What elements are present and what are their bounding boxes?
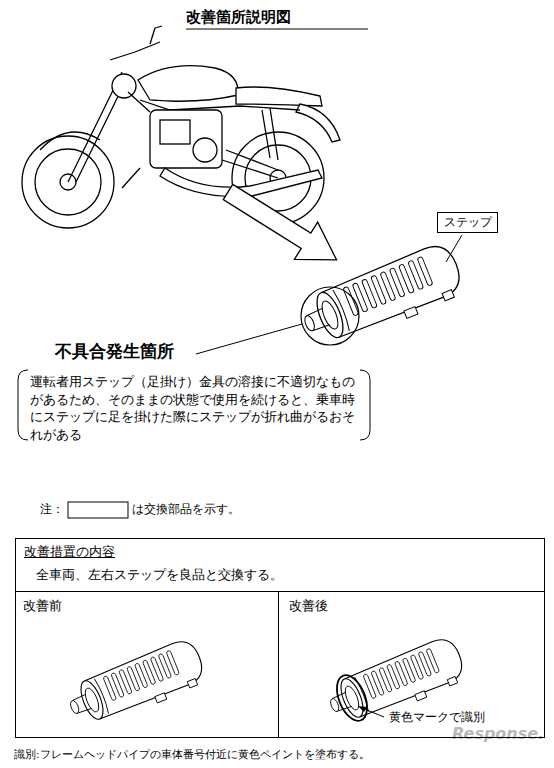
part-name-box: ステップ xyxy=(437,212,498,233)
watermark: Response. xyxy=(452,724,544,745)
motorcycle xyxy=(22,26,340,228)
yellow-mark-label: 黄色マークで識別 xyxy=(389,710,485,726)
identification-note: 識別:フレームヘッドパイプの車体番号付近に黄色ペイントを塗布する。 xyxy=(14,748,370,762)
remedy-heading: 改善措置の内容 xyxy=(24,544,115,561)
defect-description: 運転者用ステップ（足掛け）金具の溶接に不適切なものがあるため、そのままの状態で使… xyxy=(30,373,362,443)
diagram-title: 改善箇所説明図 xyxy=(186,8,291,28)
remedy-box: 改善措置の内容全車両、左右ステップを良品と交換する。改善前 改善後黄色マークで識別 xyxy=(15,538,545,738)
after-cell: 改善後黄色マークで識別 xyxy=(279,591,545,738)
note-label: 注： xyxy=(40,502,64,518)
note-text: は交換部品を示す。 xyxy=(132,502,240,518)
before-cell: 改善前 xyxy=(15,591,279,738)
after-heading: 改善後 xyxy=(289,598,328,615)
part-name: ステップ xyxy=(444,215,492,231)
before-heading: 改善前 xyxy=(23,598,62,615)
remedy-body: 全車両、左右ステップを良品と交換する。 xyxy=(36,567,283,584)
defect-location-label: 不具合発生箇所 xyxy=(55,340,174,362)
